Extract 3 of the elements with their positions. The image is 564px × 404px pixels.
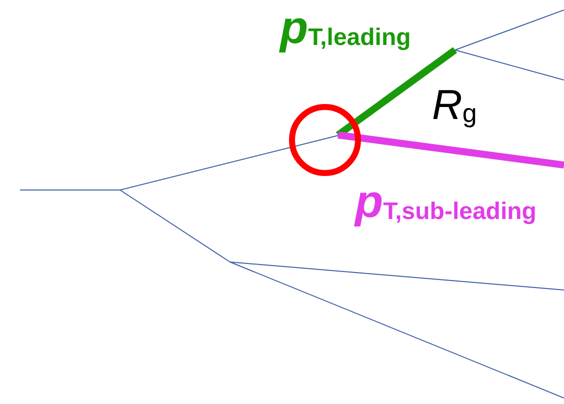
momentum-label: p$_{T,leading}$: [280, 4, 411, 50]
radius-label: R$_{g}$: [432, 84, 477, 126]
momentum-label: p$_{T,sub-leading}$: [355, 178, 536, 224]
